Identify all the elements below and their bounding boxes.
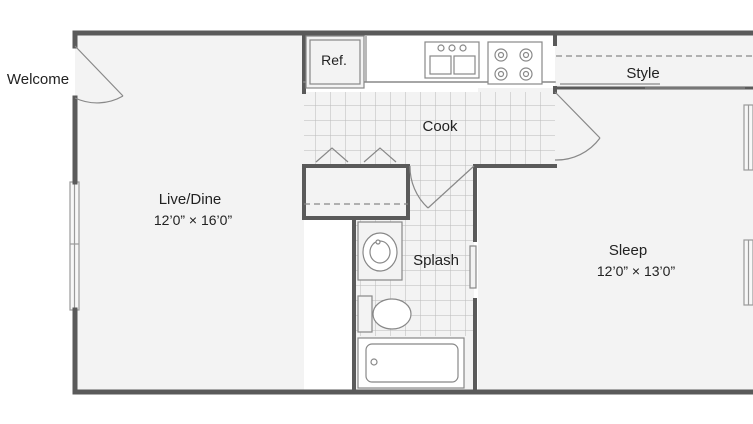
- towel-bar: [469, 245, 477, 289]
- fridge-name: Ref.: [321, 52, 347, 68]
- sink-faucet: [448, 44, 456, 52]
- entry-label: Welcome: [7, 71, 69, 88]
- sink-basin-right: [453, 55, 476, 75]
- burner-3-inner: [497, 70, 505, 78]
- burner-1-inner: [497, 51, 505, 59]
- entry-door: [74, 45, 124, 97]
- closet-name: Style: [626, 65, 659, 82]
- living-room-name: Live/Dine: [159, 191, 222, 208]
- sink-faucet-left: [437, 44, 445, 52]
- kitchen-name: Cook: [422, 118, 458, 135]
- counter-bifold-2: [363, 147, 397, 163]
- bath-name: Splash: [413, 252, 459, 269]
- sink-faucet-right: [459, 44, 467, 52]
- doors: [74, 45, 745, 209]
- sink-basin-left: [429, 55, 452, 75]
- living-room-dims: 12’0” × 16’0”: [154, 212, 233, 228]
- counter-bifold-1: [315, 147, 349, 163]
- tub-drain: [370, 358, 378, 366]
- living-floor: [75, 33, 304, 392]
- bedroom-dims: 12’0” × 13’0”: [597, 263, 676, 279]
- lavatory-faucet: [375, 239, 381, 245]
- entry-door-swing: [74, 95, 124, 104]
- bedroom-door-swing: [554, 137, 601, 161]
- closet-floor: [555, 33, 753, 88]
- kitchen-tile-floor: [304, 92, 555, 218]
- labels: Welcome Live/Dine 12’0” × 16’0” Cook Ref…: [7, 52, 676, 279]
- toilet-tank: [357, 295, 373, 333]
- kitchen-island-counter: [302, 164, 410, 220]
- bath-door: [427, 165, 475, 209]
- toilet-bowl: [372, 298, 412, 330]
- bedroom-name: Sleep: [609, 242, 647, 259]
- fixtures: [304, 35, 752, 389]
- bathtub-inner: [365, 343, 459, 383]
- bath-door-swing: [409, 165, 429, 209]
- refrigerator: [305, 35, 365, 89]
- refrigerator-inner: [309, 39, 361, 85]
- bedroom-door: [554, 91, 601, 139]
- burner-2-inner: [522, 51, 530, 59]
- burner-4-inner: [522, 70, 530, 78]
- lavatory-drain: [369, 240, 391, 264]
